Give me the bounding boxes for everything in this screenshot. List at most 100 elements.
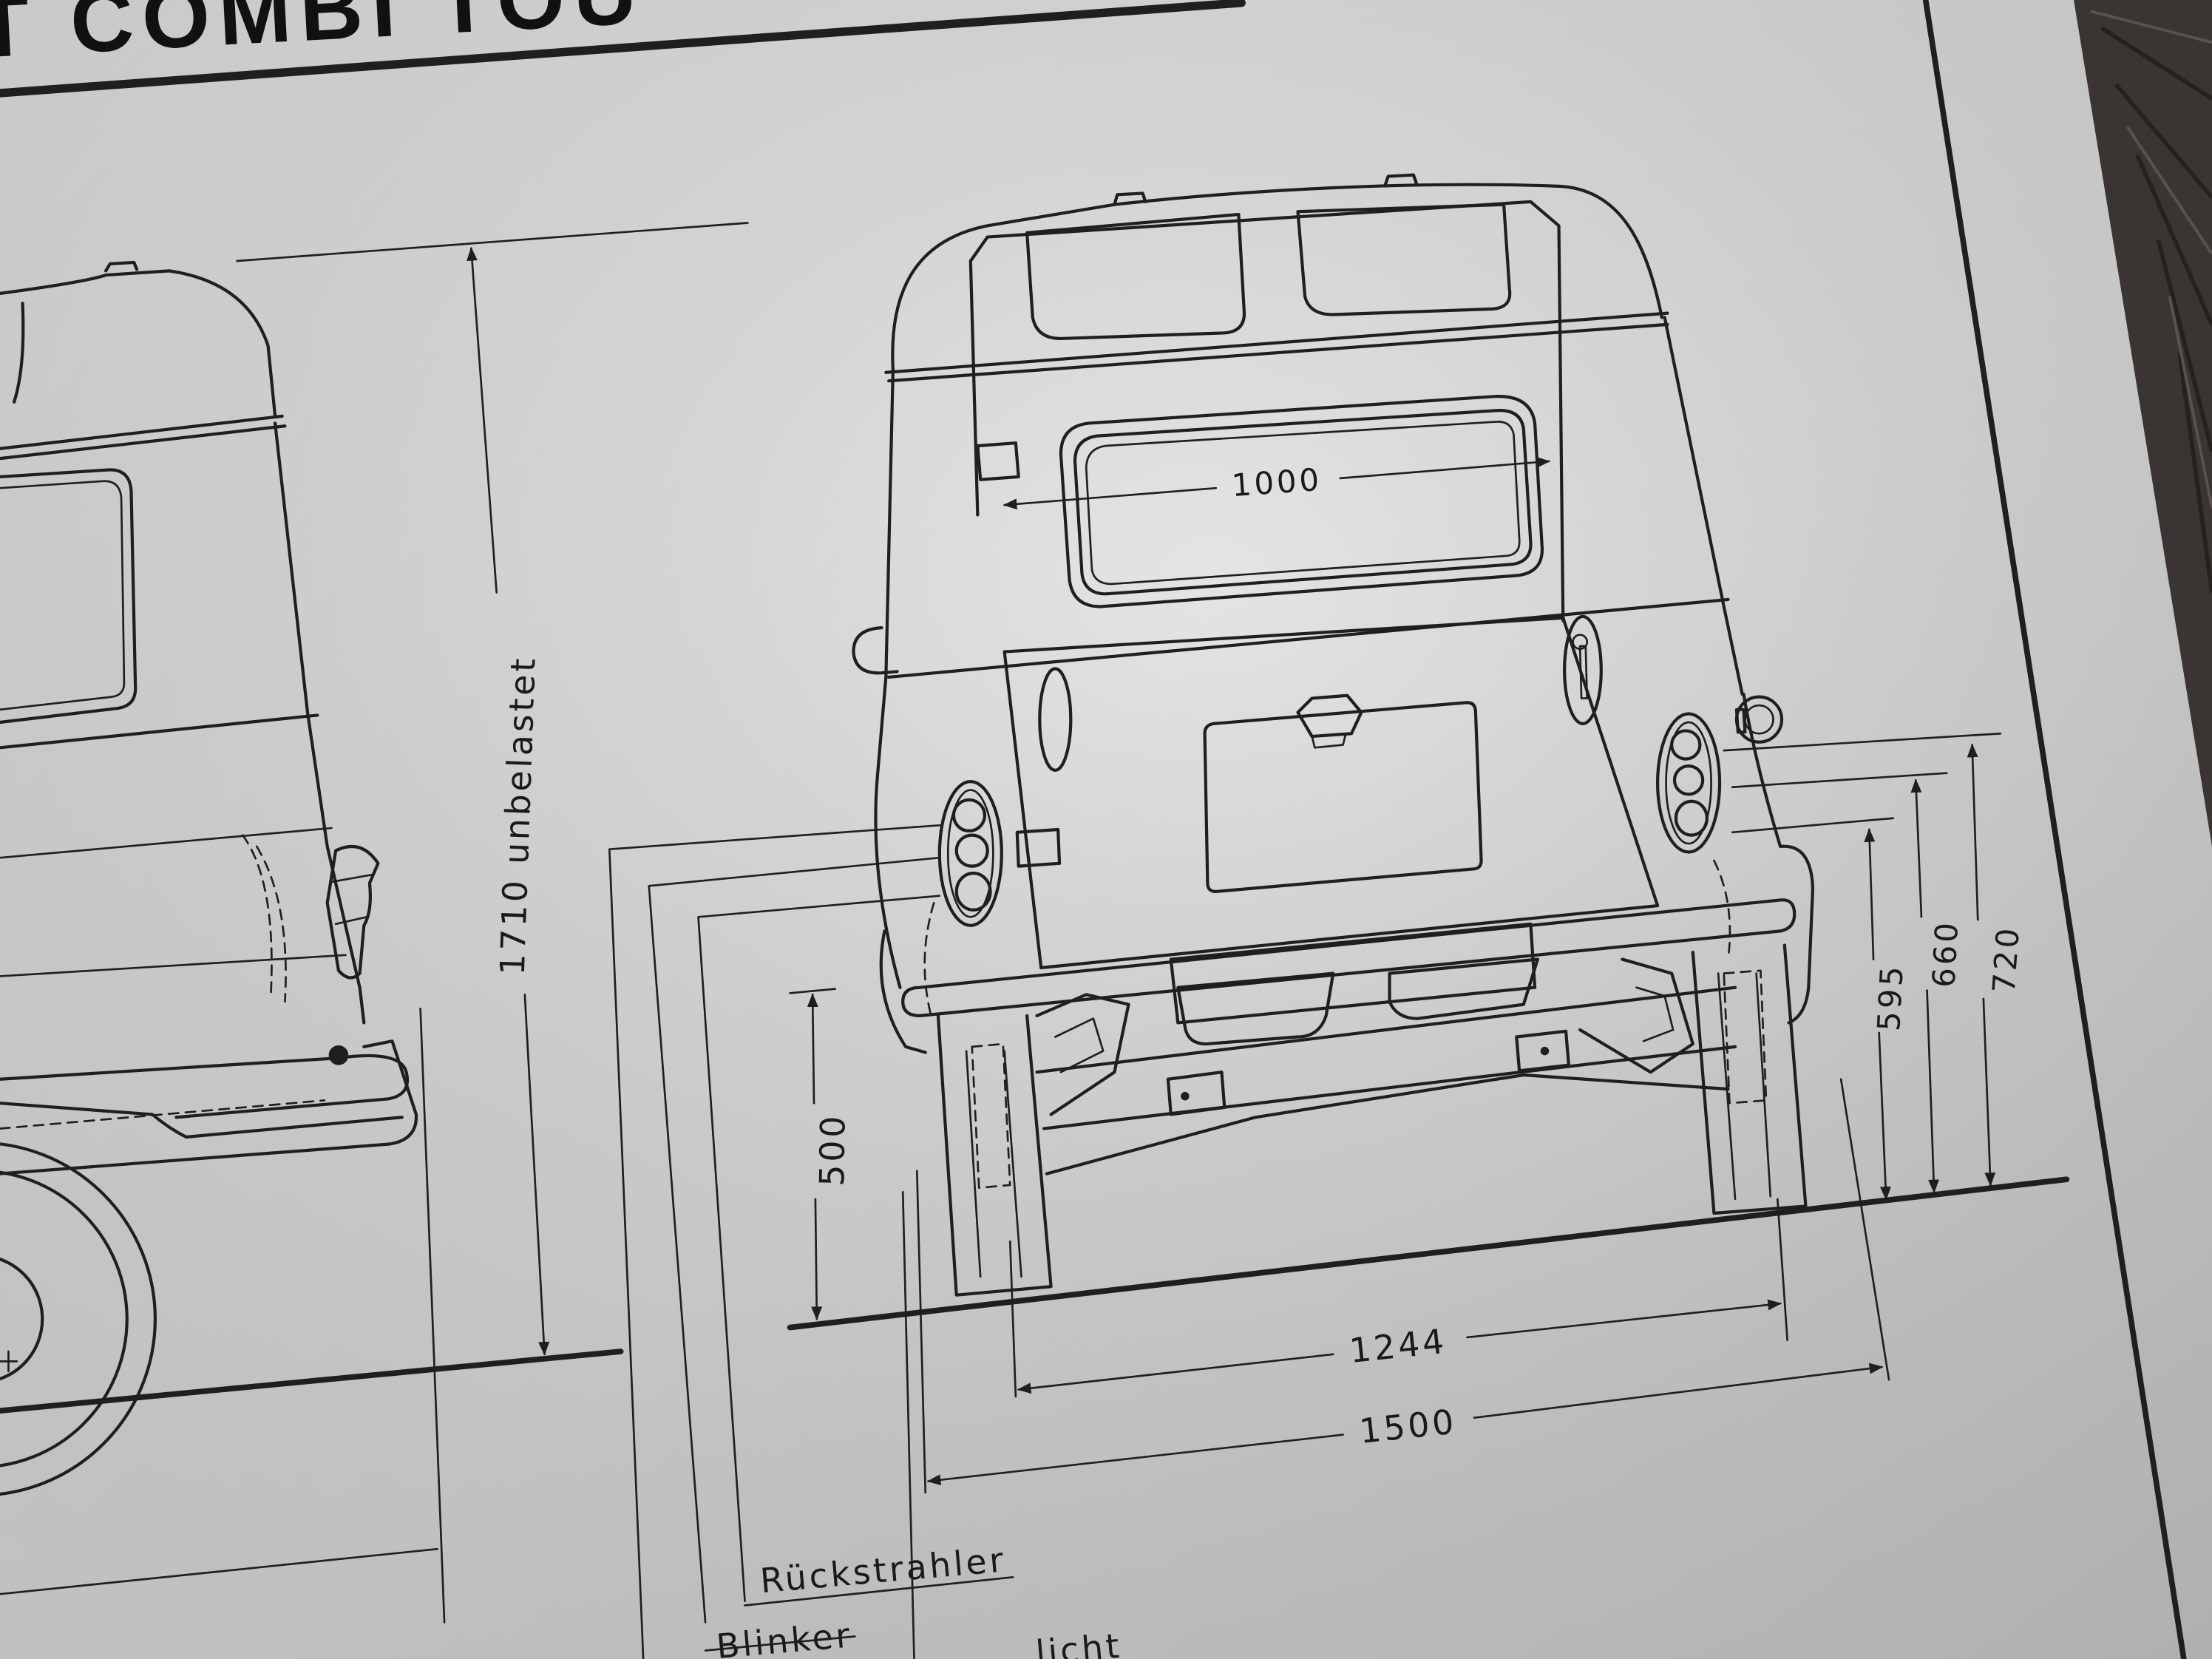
left-fender-flare xyxy=(879,929,927,1054)
reflector-height-label: 595 xyxy=(1870,963,1910,1032)
width-extension-left xyxy=(915,1170,927,1494)
side-bumper xyxy=(0,1054,409,1119)
wooden-table-corner xyxy=(2074,0,2212,847)
reflector-callout-leader xyxy=(697,895,941,1603)
rear-axle-beam-top xyxy=(1035,985,1737,1074)
fuel-tank-right xyxy=(1388,957,1539,1020)
rear-window-seal xyxy=(1073,409,1533,596)
upper-left-window xyxy=(1025,212,1246,341)
tailgate-lock-icon xyxy=(1563,614,1603,725)
left-quarter-panel xyxy=(874,774,902,989)
side-roof-rail xyxy=(0,414,287,461)
floor-dimension-lower xyxy=(811,1198,823,1321)
floor-height-label: 500 xyxy=(812,1113,853,1187)
right-rear-wheel xyxy=(1691,943,1808,1215)
reflector-leader-line xyxy=(1731,817,1895,834)
tailgate-upper-frame xyxy=(968,200,1565,622)
keyhole-top xyxy=(1572,634,1589,651)
lamp-callout-label: licht xyxy=(1034,1626,1124,1659)
track-extension-left xyxy=(1008,1240,1017,1398)
shock-absorbers xyxy=(1054,986,1675,1073)
side-rear-edge xyxy=(273,421,366,1025)
rear-roof-rail xyxy=(884,311,1669,383)
window-dimension-left xyxy=(1002,486,1218,510)
reflector-underline xyxy=(744,1575,1014,1607)
floor-reference-tick xyxy=(789,988,836,994)
side-wheel-arch-hidden xyxy=(241,834,287,1003)
bolt-icon xyxy=(1540,1046,1550,1056)
rear-axle-beam-lower xyxy=(1045,1073,1730,1175)
side-body-lines xyxy=(0,827,347,977)
license-plate-recess xyxy=(1203,701,1483,894)
rear-window-outer xyxy=(1059,395,1544,608)
fuel-tank-left xyxy=(1176,971,1335,1046)
tailgate-left-edge xyxy=(968,259,980,517)
reflector-dimension-upper xyxy=(1864,828,1876,960)
upper-right-window xyxy=(1296,203,1512,316)
reflector-dimension-lower xyxy=(1878,1031,1891,1201)
body-right-side xyxy=(1663,316,1744,696)
width-dimension-left xyxy=(926,1434,1344,1486)
hidden-wheel-arches xyxy=(923,859,1731,1017)
wheel-center-mark xyxy=(0,1350,18,1373)
right-wheel-hidden xyxy=(1723,969,1768,1105)
height-dimension-lower xyxy=(523,993,550,1356)
bottom-extension-line xyxy=(901,1191,915,1659)
side-ground-line xyxy=(0,1348,624,1414)
indicator-dimension-lower xyxy=(1926,989,1939,1194)
left-taillight xyxy=(937,780,1003,927)
side-roof xyxy=(0,269,277,418)
right-fender-flare xyxy=(1779,844,1815,1025)
indicator-dimension-upper xyxy=(1910,778,1923,918)
right-wheel-tread xyxy=(1717,972,1772,1201)
rear-window-glass xyxy=(1085,421,1521,586)
side-belt-line xyxy=(0,713,319,750)
side-extension-line xyxy=(419,1008,446,1624)
indicator-callout-leader xyxy=(648,856,941,1624)
side-wheel-outer xyxy=(0,1142,157,1496)
width-extension-right xyxy=(1839,1078,1890,1381)
body-crease-line xyxy=(887,597,1730,679)
side-rear-apron xyxy=(0,1039,418,1175)
keyhole-icon xyxy=(1578,645,1589,699)
height-dimension-upper xyxy=(467,246,498,594)
left-wheel-tread xyxy=(965,1050,1022,1278)
lamp-dimension-lower xyxy=(1982,997,1996,1187)
side-taillight xyxy=(325,844,380,980)
side-hidden-line xyxy=(0,1099,326,1130)
window-width-label: 1000 xyxy=(1230,461,1323,503)
tailgate-hinge xyxy=(976,441,1020,481)
plate-light-base xyxy=(1311,732,1347,749)
lower-tailgate xyxy=(1002,616,1660,970)
floor-height-dimension: 500 xyxy=(789,988,853,1321)
rear-view-vehicle: 1000 xyxy=(787,173,2070,1331)
lamp-dimension-upper xyxy=(1967,743,1979,921)
body-left-side xyxy=(875,367,895,778)
side-roof-tab xyxy=(104,260,139,273)
right-quarter-panel xyxy=(1742,692,1782,848)
sheet-frame-border xyxy=(1922,0,2187,1659)
title-underline xyxy=(0,0,1246,98)
right-suspension-arm xyxy=(1578,957,1694,1074)
side-taillight-segments xyxy=(331,873,374,926)
side-base-line xyxy=(0,1547,438,1595)
width-dimension-right xyxy=(1473,1363,1884,1419)
side-wheel-hub xyxy=(0,1257,44,1381)
rear-bumper xyxy=(901,898,1797,1017)
tow-hook-icon xyxy=(852,626,899,675)
bolt-icon xyxy=(1181,1091,1190,1101)
lamp-height-dimensions: 595 660 720 xyxy=(1723,732,2026,1201)
track-extension-right xyxy=(1776,1198,1788,1342)
lamp-callout-leader xyxy=(608,824,941,1659)
left-wheel-hidden xyxy=(971,1042,1011,1190)
left-suspension-arm xyxy=(1035,993,1130,1116)
track-dimension-right xyxy=(1466,1299,1782,1339)
side-door-pillar xyxy=(12,302,25,404)
indicator-underline xyxy=(704,1635,856,1652)
right-taillight xyxy=(1655,712,1722,854)
roof-reference-line xyxy=(236,222,749,262)
roof-rack-mounts xyxy=(1113,173,1418,206)
